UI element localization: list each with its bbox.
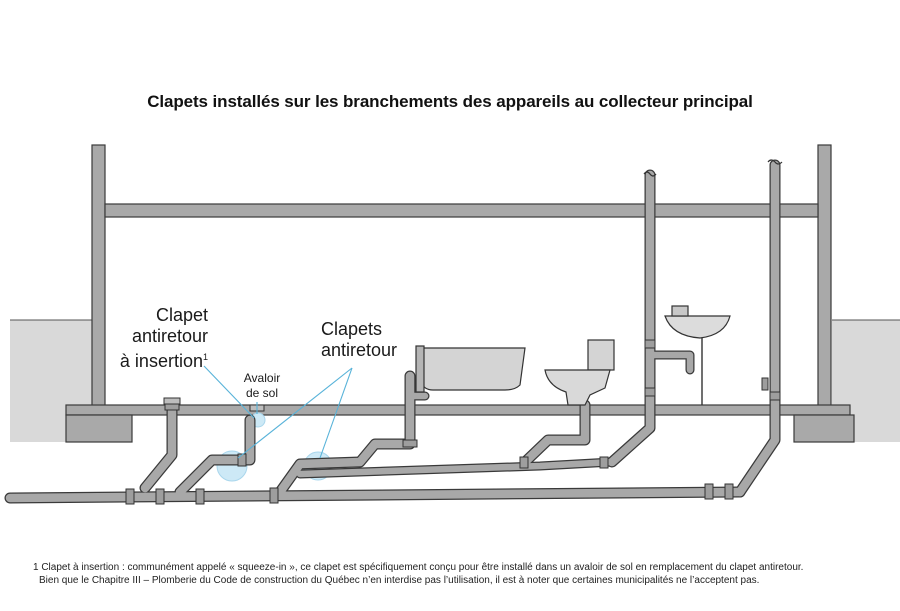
label-insertion-valve: Clapet antiretour à insertion1: [118, 305, 208, 372]
footnote-line2: Bien que le Chapitre III – Plomberie du …: [39, 574, 760, 586]
toilet: [544, 339, 615, 406]
pipe-fittings: [125, 339, 781, 505]
label-backwater-line2: antiretour: [321, 340, 398, 360]
label-insertion-text: à insertion: [119, 351, 203, 371]
footnote-marker: 1: [202, 352, 208, 362]
label-insertion-line1: Clapet: [155, 305, 208, 325]
leader-lines: [203, 365, 353, 459]
diagram-title: Clapets installés sur les branchements d…: [147, 92, 753, 111]
bathtub: [415, 345, 526, 393]
label-backwater-valves: Clapets antiretour: [321, 319, 397, 361]
building-structure: [65, 144, 855, 443]
vent-caps: [643, 159, 783, 177]
footnote: 1 Clapet à insertion : communément appel…: [33, 562, 803, 587]
label-floor-drain: Avaloir de sol: [232, 371, 292, 401]
label-drain-line1: Avaloir: [243, 371, 281, 385]
label-insertion-line3: à insertion1: [118, 347, 208, 372]
label-drain-line2: de sol: [245, 386, 279, 400]
label-insertion-line2: antiretour: [131, 326, 208, 346]
footnote-line1: 1 Clapet à insertion : communément appel…: [33, 562, 804, 573]
sink: [664, 305, 731, 405]
label-backwater-line1: Clapets: [321, 319, 383, 339]
